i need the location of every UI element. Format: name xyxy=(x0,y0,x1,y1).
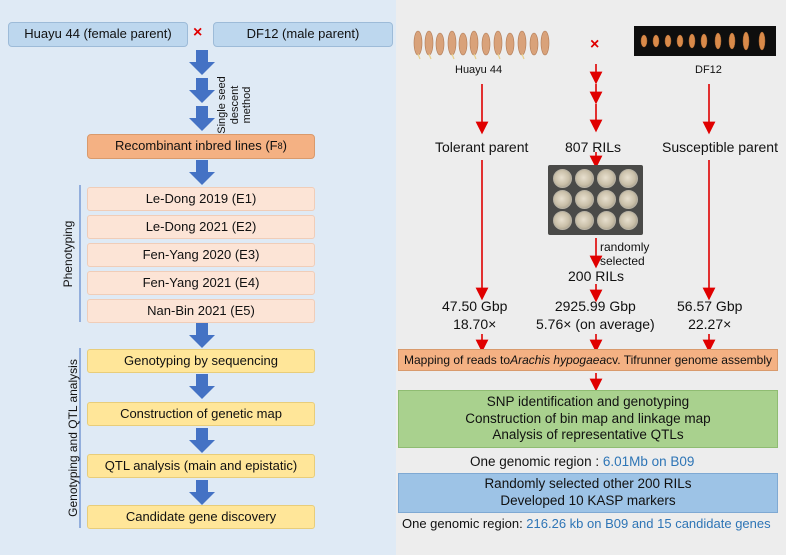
mapping-box: Mapping of reads to Arachis hypogaea cv.… xyxy=(398,349,778,371)
step-gbs: Genotyping by sequencing xyxy=(87,349,315,373)
env-e4: Fen-Yang 2021 (E4) xyxy=(87,271,315,295)
snp-line-2: Construction of bin map and linkage map xyxy=(465,410,711,426)
env-e3: Fen-Yang 2020 (E3) xyxy=(87,243,315,267)
mapping-post: cv. Tifrunner genome assembly xyxy=(606,352,772,367)
ril-sub: 8 xyxy=(277,140,283,151)
selected-line: selected xyxy=(600,254,645,269)
dish xyxy=(575,211,594,230)
env-e5: Nan-Bin 2021 (E5) xyxy=(87,299,315,323)
kasp-box: Randomly selected other 200 RILs Develop… xyxy=(398,473,778,513)
region2-value: 216.26 kb on B09 and 15 candidate genes xyxy=(526,516,771,531)
tolerant-parent: Tolerant parent xyxy=(435,139,529,155)
dish xyxy=(553,211,572,230)
region2-prefix: One genomic region: xyxy=(402,516,527,531)
dish xyxy=(597,169,616,188)
mapping-species: Arachis hypogaea xyxy=(510,352,607,367)
ril-label: Recombinant inbred lines (F xyxy=(115,138,278,154)
snp-line-3: Analysis of representative QTLs xyxy=(492,427,684,443)
rils-200: 200 RILs xyxy=(568,268,625,284)
kasp-line-2: Developed 10 KASP markers xyxy=(500,493,676,508)
ssd-line-1: Single seed xyxy=(216,76,228,134)
step-qtl: QTL analysis (main and epistatic) xyxy=(87,454,315,478)
mapping-pre: Mapping of reads to xyxy=(403,352,511,367)
seq-tolerant-gbp: 47.50 Gbp xyxy=(442,298,508,314)
susceptible-parent: Susceptible parent xyxy=(662,139,778,155)
region-1: One genomic region : 6.01Mb on B09 xyxy=(470,454,694,469)
left-cross-symbol: × xyxy=(193,24,203,41)
seq-rils: 2925.99 Gbp 5.76× (on average) xyxy=(536,298,655,333)
df12-seeds-svg xyxy=(634,26,776,56)
seq-rils-depth: 5.76× (on average) xyxy=(536,315,655,332)
step-genetic-map: Construction of genetic map xyxy=(87,402,315,426)
male-parent-box: DF12 (male parent) xyxy=(213,22,393,47)
dish xyxy=(575,190,594,209)
snp-line-1: SNP identification and genotyping xyxy=(486,393,690,409)
seq-tolerant: 47.50 Gbp 18.70× xyxy=(442,298,507,333)
seq-tolerant-depth: 18.70× xyxy=(453,315,497,332)
dish xyxy=(619,169,638,188)
female-parent-box: Huayu 44 (female parent) xyxy=(8,22,188,47)
step-candidate: Candidate gene discovery xyxy=(87,505,315,529)
dish xyxy=(597,190,616,209)
dish xyxy=(553,190,572,209)
germination-photo xyxy=(548,165,643,235)
seq-susceptible-depth: 22.27× xyxy=(688,315,732,332)
dish xyxy=(553,169,572,188)
ril-close: ) xyxy=(282,138,287,154)
phenotyping-label: Phenotyping xyxy=(61,220,75,288)
region-2: One genomic region: 216.26 kb on B09 and… xyxy=(402,516,771,531)
dish xyxy=(597,211,616,230)
huayu-label: Huayu 44 xyxy=(455,64,503,76)
seq-susceptible-gbp: 56.57 Gbp xyxy=(677,298,743,314)
huayu-seeds-svg xyxy=(413,30,550,60)
right-cross-symbol: × xyxy=(590,36,600,53)
region1-value: 6.01Mb on B09 xyxy=(602,454,695,469)
dish xyxy=(619,211,638,230)
seq-susceptible: 56.57 Gbp 22.27× xyxy=(677,298,742,333)
df12-label: DF12 xyxy=(695,64,722,76)
randomly-selected: randomly selected xyxy=(600,240,649,269)
rils-807: 807 RILs xyxy=(565,139,622,155)
env-e2: Le-Dong 2021 (E2) xyxy=(87,215,315,239)
dish xyxy=(575,169,594,188)
dish xyxy=(619,190,638,209)
ssd-label: Single seed descent method xyxy=(216,70,258,140)
ssd-line-3: method xyxy=(241,86,254,124)
kasp-line-1: Randomly selected other 200 RILs xyxy=(484,476,692,492)
huayu-seeds-image xyxy=(412,26,552,60)
snp-box: SNP identification and genotyping Constr… xyxy=(398,390,778,448)
genotyping-label: Genotyping and QTL analysis xyxy=(66,359,80,517)
seq-rils-gbp: 2925.99 Gbp xyxy=(554,298,636,314)
df12-seeds-image xyxy=(634,26,776,56)
region1-prefix: One genomic region : xyxy=(470,454,603,469)
env-e1: Le-Dong 2019 (E1) xyxy=(87,187,315,211)
ssd-line-2: descent xyxy=(228,85,241,125)
randomly-line: randomly xyxy=(600,240,650,254)
